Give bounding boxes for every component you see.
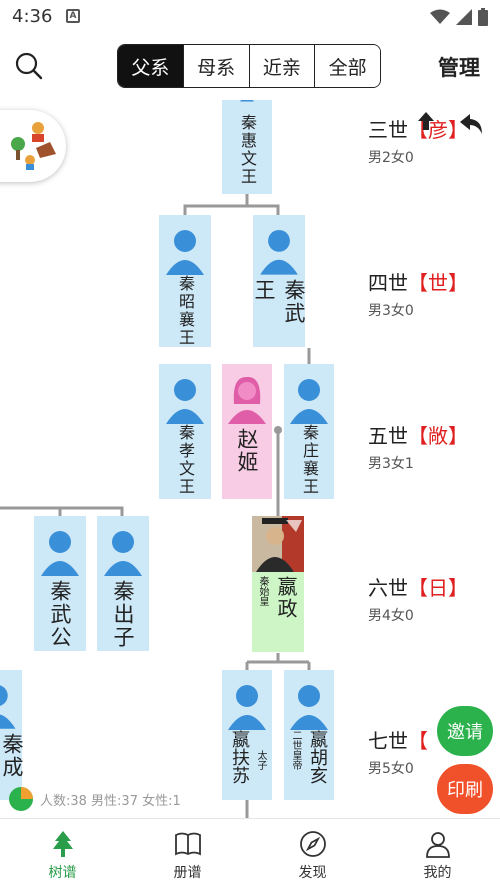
male-avatar-icon	[0, 685, 16, 729]
battery-icon	[478, 8, 488, 26]
lineage-segmented-control: 父系 母系 近亲 全部	[117, 44, 381, 88]
node-chuzi[interactable]: 秦出子	[97, 516, 149, 651]
print-button[interactable]: 印刷	[437, 764, 493, 814]
tab-discover[interactable]: 发现	[250, 819, 375, 888]
generation-title: 七世	[368, 729, 408, 753]
tree-icon	[52, 831, 73, 857]
node-name: 秦成公	[0, 732, 24, 779]
status-icons	[430, 8, 488, 26]
generation-title: 六世	[368, 576, 408, 600]
male-avatar-icon	[166, 230, 204, 275]
tab-book[interactable]: 册谱	[125, 819, 250, 888]
node-name: 秦昭襄王	[176, 275, 195, 347]
generation-count: 男5女0	[368, 761, 414, 777]
male-avatar-icon	[166, 379, 204, 424]
person-icon	[425, 832, 450, 858]
male-avatar-icon	[290, 379, 328, 424]
generation-count: 男4女0	[368, 608, 414, 624]
tab-label: 发现	[298, 865, 327, 881]
generation-label: 六世【日】 男4女0	[368, 576, 468, 624]
node-wugong[interactable]: 秦武公	[34, 516, 86, 651]
node-name: 嬴政	[274, 576, 298, 620]
status-bar: 4:36 A	[0, 0, 500, 34]
wifi-icon	[430, 9, 450, 24]
male-avatar-icon	[104, 531, 142, 576]
node-fusu[interactable]: 太子 嬴扶苏	[222, 670, 272, 800]
tab-me[interactable]: 我的	[375, 819, 500, 888]
generation-mark: 日	[428, 576, 448, 600]
tab-close-relatives[interactable]: 近亲	[249, 45, 316, 87]
search-icon	[15, 52, 43, 80]
tab-paternal[interactable]: 父系	[118, 45, 184, 87]
pie-chart-icon	[9, 787, 33, 811]
node-name: 嬴扶苏	[229, 730, 250, 784]
emperor-portrait-icon	[252, 516, 304, 572]
node-huiwen[interactable]: 秦惠文王	[222, 100, 272, 194]
male-avatar-icon	[239, 100, 255, 102]
male-avatar-icon	[260, 229, 298, 275]
generation-title: 四世	[368, 271, 408, 295]
node-name: 秦武公	[48, 580, 72, 649]
node-name: 秦武王	[252, 278, 306, 325]
node-name: 赵姬	[235, 428, 259, 474]
invite-button[interactable]: 邀请	[437, 706, 493, 756]
node-huhai[interactable]: 嬴胡亥 二世皇帝	[284, 670, 334, 800]
stats-text: 人数:38 男性:37 女性:1	[40, 793, 181, 809]
node-title: 二世皇帝	[290, 730, 301, 770]
a-icon: A	[66, 9, 80, 23]
generation-label: 七世【 男5女0	[368, 729, 428, 777]
tab-label: 册谱	[173, 865, 202, 881]
generation-count: 男3女0	[368, 303, 414, 319]
node-zhaoji[interactable]: 赵姬	[222, 364, 272, 499]
top-header: 父系 母系 近亲 全部 管理	[0, 34, 500, 100]
node-name: 嬴胡亥	[307, 730, 328, 784]
book-icon	[174, 832, 201, 856]
generation-label: 四世【世】 男3女0	[368, 271, 468, 319]
upload-icon[interactable]	[416, 110, 436, 132]
male-avatar-icon	[290, 685, 328, 730]
generation-title: 五世	[368, 424, 408, 448]
signal-icon	[456, 9, 472, 25]
tab-all[interactable]: 全部	[315, 45, 380, 87]
tab-tree[interactable]: 树谱	[0, 819, 125, 888]
male-avatar-icon	[41, 531, 79, 576]
status-time: 4:36	[12, 6, 53, 27]
generation-mark: 彦	[428, 118, 448, 142]
male-avatar-icon	[228, 685, 266, 730]
family-widget[interactable]	[0, 110, 66, 182]
manage-button[interactable]: 管理	[438, 56, 480, 80]
node-left-partial[interactable]: 秦成公	[0, 670, 24, 800]
back-arrow-icon[interactable]	[458, 112, 484, 136]
generation-label: 五世【敞】 男3女1	[368, 424, 468, 472]
family-icon	[11, 122, 56, 170]
node-zhuangxiang[interactable]: 秦庄襄王	[284, 364, 334, 499]
node-name: 秦孝文王	[176, 424, 195, 496]
tab-maternal[interactable]: 母系	[183, 45, 250, 87]
node-zheng[interactable]: 嬴政 秦始皇	[252, 516, 304, 652]
node-zhaoxiang[interactable]: 秦昭襄王	[159, 215, 211, 347]
node-wuwang[interactable]: 秦武王	[252, 215, 306, 347]
family-tree-canvas[interactable]: 秦惠文王 秦昭襄王 秦武王 秦孝文王 赵姬 秦庄襄王 秦武公 秦出子	[0, 100, 500, 818]
female-avatar-icon	[228, 376, 266, 424]
node-xiaowen[interactable]: 秦孝文王	[159, 364, 211, 499]
generation-title: 三世	[368, 118, 408, 142]
node-name: 秦庄襄王	[300, 424, 319, 496]
generation-mark: 敞	[428, 424, 448, 448]
search-button[interactable]	[14, 51, 44, 81]
node-title: 太子	[255, 750, 266, 770]
node-title: 秦始皇	[257, 576, 268, 606]
generation-count: 男2女0	[368, 150, 414, 166]
node-name: 秦出子	[111, 580, 135, 649]
generation-mark: 世	[428, 271, 448, 295]
node-name: 秦惠文王	[238, 114, 257, 186]
connector-lines	[0, 194, 311, 818]
tab-label: 我的	[423, 865, 452, 881]
tab-label: 树谱	[48, 865, 77, 881]
generation-count: 男3女1	[368, 456, 414, 472]
compass-icon	[299, 831, 326, 857]
bottom-tab-bar: 树谱 册谱 发现 我的	[0, 818, 500, 888]
stats-bar: 人数:38 男性:37 女性:1	[8, 786, 181, 812]
